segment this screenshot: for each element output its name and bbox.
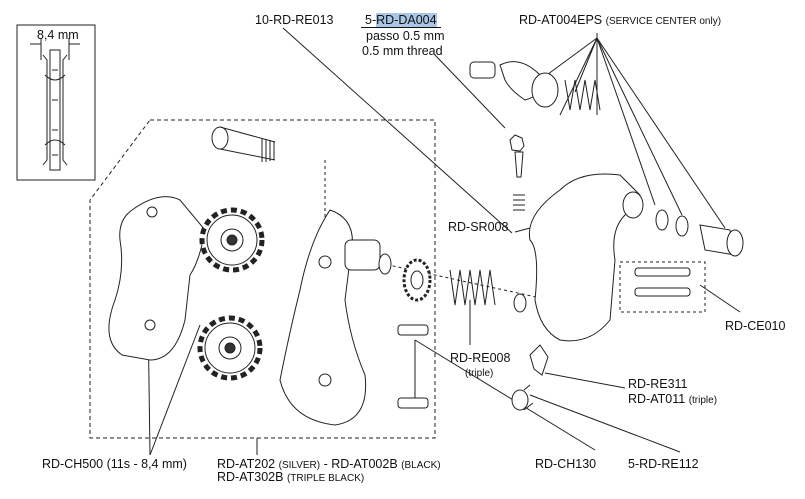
label-rd-sr008: RD-SR008 — [448, 220, 509, 234]
label-rd-ch500: RD-CH500 (11s - 8,4 mm) — [42, 457, 187, 471]
lower-pulley-wheel — [197, 315, 263, 381]
label-rd-at004eps-note: (SERVICE CENTER only) — [605, 16, 722, 27]
o-ring — [655, 209, 669, 231]
clamp-bolt — [511, 384, 534, 411]
outer-cage-plate — [108, 196, 206, 361]
label-separator: - — [320, 457, 332, 471]
label-rd-at002b-note: (BLACK) — [401, 460, 441, 471]
label-rd-re311: RD-RE311 — [628, 377, 688, 391]
label-rd-at002b-code: RD-AT002B — [331, 457, 398, 471]
inset-box — [16, 24, 96, 181]
label-rd-re008-note: (triple) — [465, 368, 494, 379]
label-rd-at004eps: RD-AT004EPS (SERVICE CENTER only) — [519, 13, 721, 29]
screw-group-box — [619, 261, 706, 313]
label-rd-at011-code: RD-AT011 — [628, 392, 686, 406]
label-rd-da004-prefix: 5- — [365, 13, 377, 27]
inset-pulley-section — [30, 38, 80, 171]
tension-nut — [402, 258, 432, 302]
washer — [513, 293, 527, 313]
label-rd-at202-code: RD-AT202 — [217, 457, 276, 471]
label-rd-re112: 5-RD-RE112 — [628, 457, 699, 471]
label-rd-at004eps-code: RD-AT004EPS — [519, 13, 603, 27]
label-rd-at302b-note: (TRIPLE BLACK) — [286, 473, 365, 484]
label-rd-at011-note: (triple) — [688, 395, 718, 406]
label-rd-da004: 5-RD-DA004 — [361, 13, 441, 28]
label-rd-ch130: RD-CH130 — [535, 457, 597, 471]
label-rd-at302b: RD-AT302B (TRIPLE BLACK) — [217, 470, 364, 486]
derailleur-body — [528, 173, 641, 342]
tension-spring — [449, 269, 496, 306]
upper-pulley-wheel — [199, 207, 265, 273]
cage-axle — [344, 239, 392, 275]
o-ring — [675, 215, 689, 237]
label-rd-ce010: RD-CE010 — [725, 319, 786, 333]
service-parts — [469, 61, 601, 111]
limit-screw — [509, 134, 525, 211]
label-rd-at302b-code: RD-AT302B — [217, 470, 284, 484]
label-rd-re013: 10-RD-RE013 — [255, 13, 334, 27]
cable-screws — [634, 267, 691, 297]
inset-dimension: 8,4 mm — [37, 28, 79, 42]
label-thread-en: 0.5 mm thread — [362, 44, 443, 58]
cage-pivot-bolt — [211, 126, 276, 162]
label-rd-at011: RD-AT011 (triple) — [628, 392, 717, 408]
inner-cage-plate — [279, 209, 367, 426]
pulley-bolts — [397, 324, 429, 409]
label-thread-it: passo 0.5 mm — [366, 29, 445, 43]
cable-clamp — [529, 344, 549, 376]
label-rd-at202: RD-AT202 (SILVER) - RD-AT002B (BLACK) — [217, 457, 441, 473]
b-pivot-bolt — [699, 224, 744, 257]
label-rd-at202-note: (SILVER) — [278, 460, 321, 471]
label-rd-re008: RD-RE008 — [450, 351, 511, 365]
label-rd-da004-code: RD-DA004 — [376, 13, 437, 27]
